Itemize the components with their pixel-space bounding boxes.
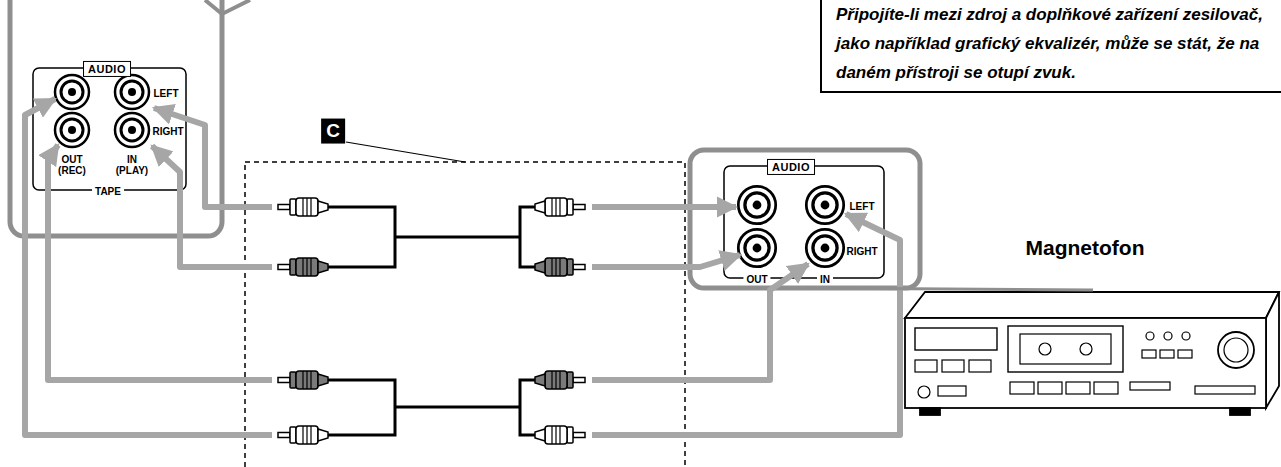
text-anchor: AUDIO bbox=[83, 59, 131, 77]
callout-letter: C bbox=[321, 119, 345, 144]
channel-label: LEFT bbox=[154, 88, 179, 99]
jack-panel: AUDIO bbox=[10, 0, 222, 236]
channel-label: RIGHT bbox=[846, 246, 877, 257]
jack-label: OUT bbox=[743, 274, 770, 285]
label-anchor: C bbox=[321, 119, 345, 144]
channel-label: RIGHT bbox=[152, 126, 183, 137]
jack-panel: AUDIO bbox=[690, 150, 920, 288]
tape-deck-illustration bbox=[905, 292, 1279, 415]
label-anchor: IN (PLAY) bbox=[116, 154, 148, 178]
label-anchor: LEFT bbox=[154, 83, 179, 101]
note-text: Připojíte-li mezi zdroj a doplňkové zaří… bbox=[836, 0, 1273, 87]
leader-connector bbox=[805, 288, 1093, 290]
label-anchor: RIGHT bbox=[152, 121, 183, 139]
jack-label: IN bbox=[817, 274, 833, 285]
jack-label: IN (PLAY) bbox=[116, 154, 148, 176]
label-anchor: OUT bbox=[743, 269, 770, 287]
text-anchor: Magnetofon bbox=[1026, 236, 1145, 259]
device-name: Magnetofon bbox=[1026, 236, 1145, 259]
label-anchor: TAPE bbox=[92, 181, 124, 199]
device-illustration: Magnetofon bbox=[905, 290, 1281, 415]
panel-heading: AUDIO bbox=[83, 61, 131, 77]
section-label: TAPE bbox=[92, 186, 124, 197]
jack-label: OUT (REC) bbox=[58, 154, 86, 176]
note-box: Připojíte-li mezi zdroj a doplňkové zaří… bbox=[820, 0, 1281, 93]
signal-arrows bbox=[25, 99, 900, 435]
label-anchor: OUT (REC) bbox=[58, 154, 86, 178]
label-anchor: LEFT bbox=[850, 196, 875, 214]
label-anchor: IN bbox=[817, 269, 833, 287]
cable-set bbox=[245, 142, 685, 467]
channel-label: LEFT bbox=[850, 201, 875, 212]
label-anchor: RIGHT bbox=[846, 241, 877, 259]
panel-heading: AUDIO bbox=[767, 159, 815, 175]
text-anchor: AUDIO bbox=[767, 157, 815, 175]
